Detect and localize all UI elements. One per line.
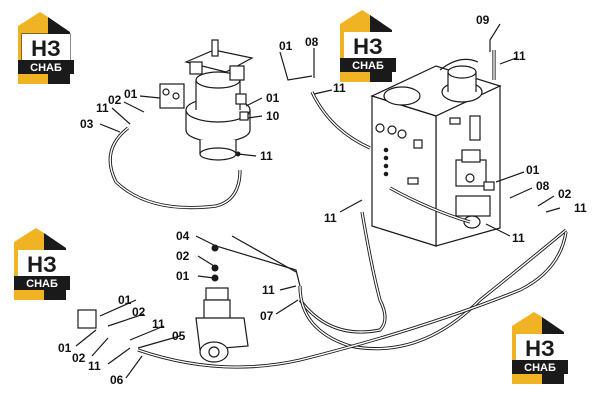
logo-sub-text: СНАБ bbox=[26, 278, 58, 290]
callout-label: 11 bbox=[512, 231, 525, 245]
logo-main-text: НЗ bbox=[27, 252, 57, 277]
callout-label: 02 bbox=[108, 93, 122, 107]
logo-sub-text: СНАБ bbox=[30, 62, 62, 74]
logo-main-text: НЗ bbox=[353, 34, 383, 59]
logo-main-text: НЗ bbox=[31, 36, 61, 61]
callout-label: 01 bbox=[266, 91, 280, 105]
company-logo: НЗ СНАБ bbox=[340, 10, 396, 82]
callout-label: 11 bbox=[324, 211, 337, 225]
callout-label: 02 bbox=[132, 305, 146, 319]
callout-label: 11 bbox=[260, 149, 273, 163]
callout-label: 08 bbox=[305, 35, 319, 49]
company-logo: НЗ СНАБ bbox=[18, 12, 74, 84]
callout-label: 05 bbox=[172, 329, 186, 343]
callout-label: 11 bbox=[262, 283, 275, 297]
callout-label: 11 bbox=[88, 359, 101, 373]
callout-label: 08 bbox=[536, 179, 550, 193]
callout-label: 11 bbox=[333, 81, 346, 95]
callout-label: 01 bbox=[124, 87, 138, 101]
logo-main-text: НЗ bbox=[525, 336, 555, 361]
callout-label: 02 bbox=[176, 249, 190, 263]
callout-label: 02 bbox=[558, 187, 572, 201]
logo-sub-text: СНАБ bbox=[352, 60, 384, 72]
callout-label: 01 bbox=[176, 269, 190, 283]
callout-label: 02 bbox=[72, 351, 86, 365]
callout-label: 10 bbox=[266, 109, 280, 123]
callout-label: 01 bbox=[118, 293, 132, 307]
callout-label: 01 bbox=[526, 163, 540, 177]
callout-label: 11 bbox=[96, 101, 109, 115]
callout-label: 11 bbox=[574, 201, 587, 215]
hydraulic-tank bbox=[370, 58, 502, 247]
logo-sub-text: СНАБ bbox=[524, 362, 556, 374]
company-logo: НЗ СНАБ bbox=[512, 312, 568, 384]
callout-label: 03 bbox=[80, 117, 94, 131]
hydraulic-hoses bbox=[108, 50, 568, 369]
callout-labels: 01 08 09 11 11 01 02 11 03 01 10 11 01 0… bbox=[58, 13, 587, 387]
callout-label: 07 bbox=[260, 309, 274, 323]
callout-leaders bbox=[75, 23, 561, 379]
callout-label: 11 bbox=[513, 49, 526, 63]
callout-label: 04 bbox=[176, 229, 190, 243]
swivel-joint-assembly bbox=[159, 39, 254, 161]
company-logo: НЗ СНАБ bbox=[14, 228, 70, 300]
callout-label: 01 bbox=[58, 341, 72, 355]
callout-label: 01 bbox=[279, 39, 293, 53]
lower-motor-assembly bbox=[77, 244, 249, 363]
callout-label: 09 bbox=[476, 13, 490, 27]
callout-label: 06 bbox=[110, 373, 124, 387]
callout-label: 11 bbox=[152, 317, 165, 331]
